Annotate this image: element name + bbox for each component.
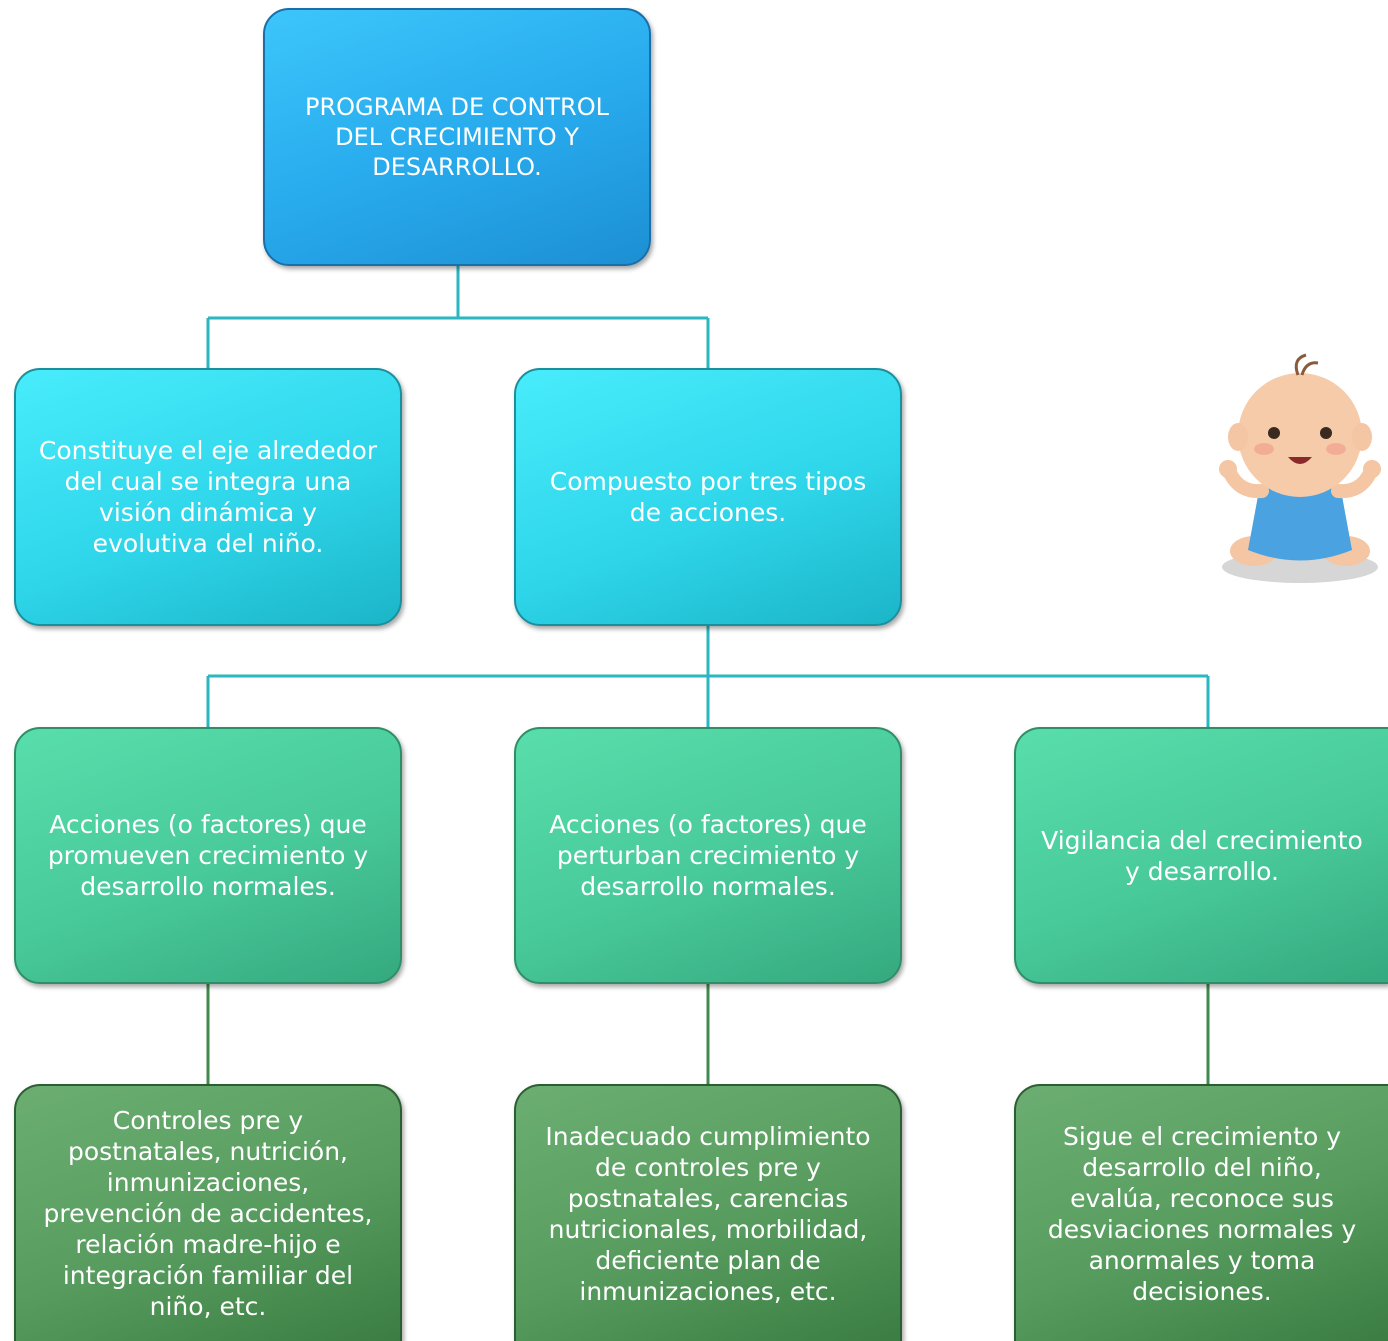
node-compuesto-label: Compuesto por tres tipos de acciones.: [549, 467, 867, 527]
node-vigilancia-label: Vigilancia del crecimiento y desarrollo.: [1041, 825, 1363, 886]
node-eje: Constituye el eje alrededor del cual se …: [14, 368, 402, 626]
baby-icon: [1219, 353, 1381, 583]
root-label: PROGRAMA DE CONTROL DEL CRECIMIENTO Y DE…: [305, 93, 609, 181]
node-compuesto: Compuesto por tres tipos de acciones.: [514, 368, 902, 626]
node-controles: Controles pre y postnatales, nutrición, …: [14, 1084, 402, 1341]
root-node: PROGRAMA DE CONTROL DEL CRECIMIENTO Y DE…: [263, 8, 651, 266]
node-inadecuado-label: Inadecuado cumplimiento de controles pre…: [545, 1121, 871, 1306]
node-controles-label: Controles pre y postnatales, nutrición, …: [43, 1106, 373, 1321]
node-vigilancia: Vigilancia del crecimiento y desarrollo.: [1014, 727, 1388, 984]
connector-actions-to-level2: [206, 626, 1210, 727]
node-sigue: Sigue el crecimiento y desarrollo del ni…: [1014, 1084, 1388, 1341]
connector-root-to-level1: [206, 266, 710, 368]
node-inadecuado: Inadecuado cumplimiento de controles pre…: [514, 1084, 902, 1341]
node-sigue-label: Sigue el crecimiento y desarrollo del ni…: [1047, 1121, 1357, 1306]
node-promueven-label: Acciones (o factores) que promueven crec…: [47, 810, 369, 901]
node-perturban: Acciones (o factores) que perturban crec…: [514, 727, 902, 984]
node-eje-label: Constituye el eje alrededor del cual se …: [38, 436, 378, 558]
node-promueven: Acciones (o factores) que promueven crec…: [14, 727, 402, 984]
node-perturban-label: Acciones (o factores) que perturban crec…: [549, 810, 867, 901]
